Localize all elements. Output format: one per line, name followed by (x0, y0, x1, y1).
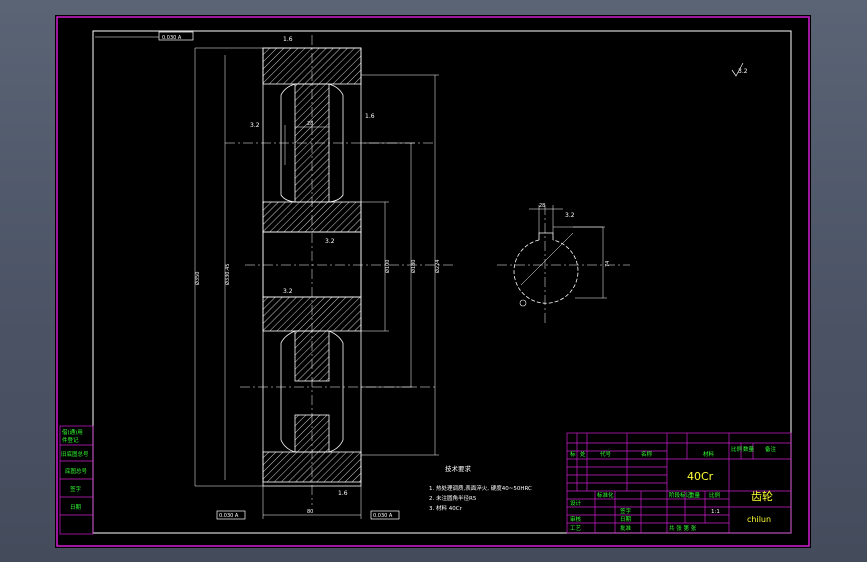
keyway-view (513, 205, 607, 307)
dim-keyway-depth: 74 (605, 261, 611, 267)
svg-text:共 张 第 张: 共 张 第 张 (669, 524, 697, 532)
svg-text:旧底图总号: 旧底图总号 (61, 450, 89, 458)
dim-pitch: Ø330.45 (224, 264, 231, 285)
svg-text:3.2: 3.2 (250, 122, 260, 129)
svg-text:底图总号: 底图总号 (65, 467, 88, 475)
svg-text:件登记: 件登记 (62, 436, 79, 444)
dim-hub-width: 28 (307, 121, 313, 127)
svg-text:0.030 A: 0.030 A (373, 513, 393, 519)
svg-text:重量: 重量 (689, 491, 701, 499)
gear-section-view (262, 47, 362, 487)
svg-text:借(通)用: 借(通)用 (62, 428, 83, 436)
outer-frame (56, 16, 810, 547)
tech-req-item-1: 1. 热处理调质,表面淬火, 硬度40~50HRC (429, 484, 532, 492)
svg-text:日期: 日期 (620, 516, 632, 523)
svg-text:0.030 A: 0.030 A (162, 35, 182, 41)
svg-text:签字: 签字 (70, 485, 82, 493)
svg-text:0.030 A: 0.030 A (219, 513, 239, 519)
part-name-pinyin: chilun (747, 515, 771, 524)
svg-text:阶段标记: 阶段标记 (669, 491, 692, 499)
part-name: 齿轮 (751, 489, 773, 503)
datum-tag-bottom-right: 0.030 A (370, 510, 400, 520)
tech-req-item-2: 2. 未注圆角半径R5 (429, 494, 477, 502)
svg-text:处: 处 (580, 450, 586, 458)
svg-text:1.6: 1.6 (338, 490, 348, 497)
center-lines (225, 35, 630, 505)
datum-tag-top: 0.030 A (158, 31, 194, 41)
drawing-canvas: 0.030 A (55, 15, 811, 548)
svg-text:比例: 比例 (709, 491, 721, 499)
dim-outer: Ø350 (194, 272, 201, 285)
dim-bore: Ø100 (384, 260, 391, 273)
svg-text:1.6: 1.6 (283, 36, 293, 43)
svg-text:工艺: 工艺 (570, 525, 582, 532)
svg-text:备注: 备注 (765, 445, 777, 453)
tech-req-item-3: 3. 材料 40Cr (429, 504, 463, 512)
svg-text:数量: 数量 (743, 445, 755, 453)
svg-text:材料: 材料 (703, 450, 715, 458)
svg-text:3.2: 3.2 (565, 212, 575, 219)
svg-text:标准化: 标准化 (597, 491, 614, 499)
svg-text:比例: 比例 (731, 445, 743, 453)
dim-big: Ø224 (434, 260, 441, 273)
title-block-text: 标 处 代号 名称 材料 比例 数量 备注 设计 审核 工艺 标准化 签字 日期… (570, 445, 777, 532)
svg-text:批准: 批准 (620, 524, 632, 532)
svg-text:名称: 名称 (641, 450, 653, 458)
svg-text:1:1: 1:1 (711, 509, 720, 515)
svg-text:设计: 设计 (570, 499, 582, 507)
svg-text:3.2: 3.2 (283, 288, 293, 295)
dim-rim: Ø180 (410, 260, 417, 273)
roughness-marks: 1.6 3.2 1.6 3.2 3.2 1.6 3.2 (250, 36, 575, 497)
svg-text:签字: 签字 (620, 507, 632, 515)
tech-req-title: 技术要求 (445, 464, 472, 473)
svg-text:日期: 日期 (70, 504, 82, 511)
dim-keyway-width: 28 (539, 203, 545, 209)
inner-frame (92, 30, 792, 534)
roughness-symbol-icon (731, 62, 744, 77)
svg-text:1.6: 1.6 (365, 113, 375, 120)
dimension-lines (194, 47, 439, 519)
dim-face-width: 80 (307, 509, 313, 515)
roughness-global: 3.2 (738, 68, 748, 75)
left-stamp: 借(通)用 件登记 旧底图总号 底图总号 签字 日期 (59, 425, 94, 535)
svg-text:审核: 审核 (570, 515, 582, 523)
title-block (566, 432, 792, 534)
svg-text:代号: 代号 (600, 450, 612, 458)
datum-tag-bottom-left: 0.030 A (216, 510, 246, 520)
svg-text:3.2: 3.2 (325, 238, 335, 245)
material-label: 40Cr (687, 470, 714, 483)
svg-text:标: 标 (570, 450, 576, 458)
